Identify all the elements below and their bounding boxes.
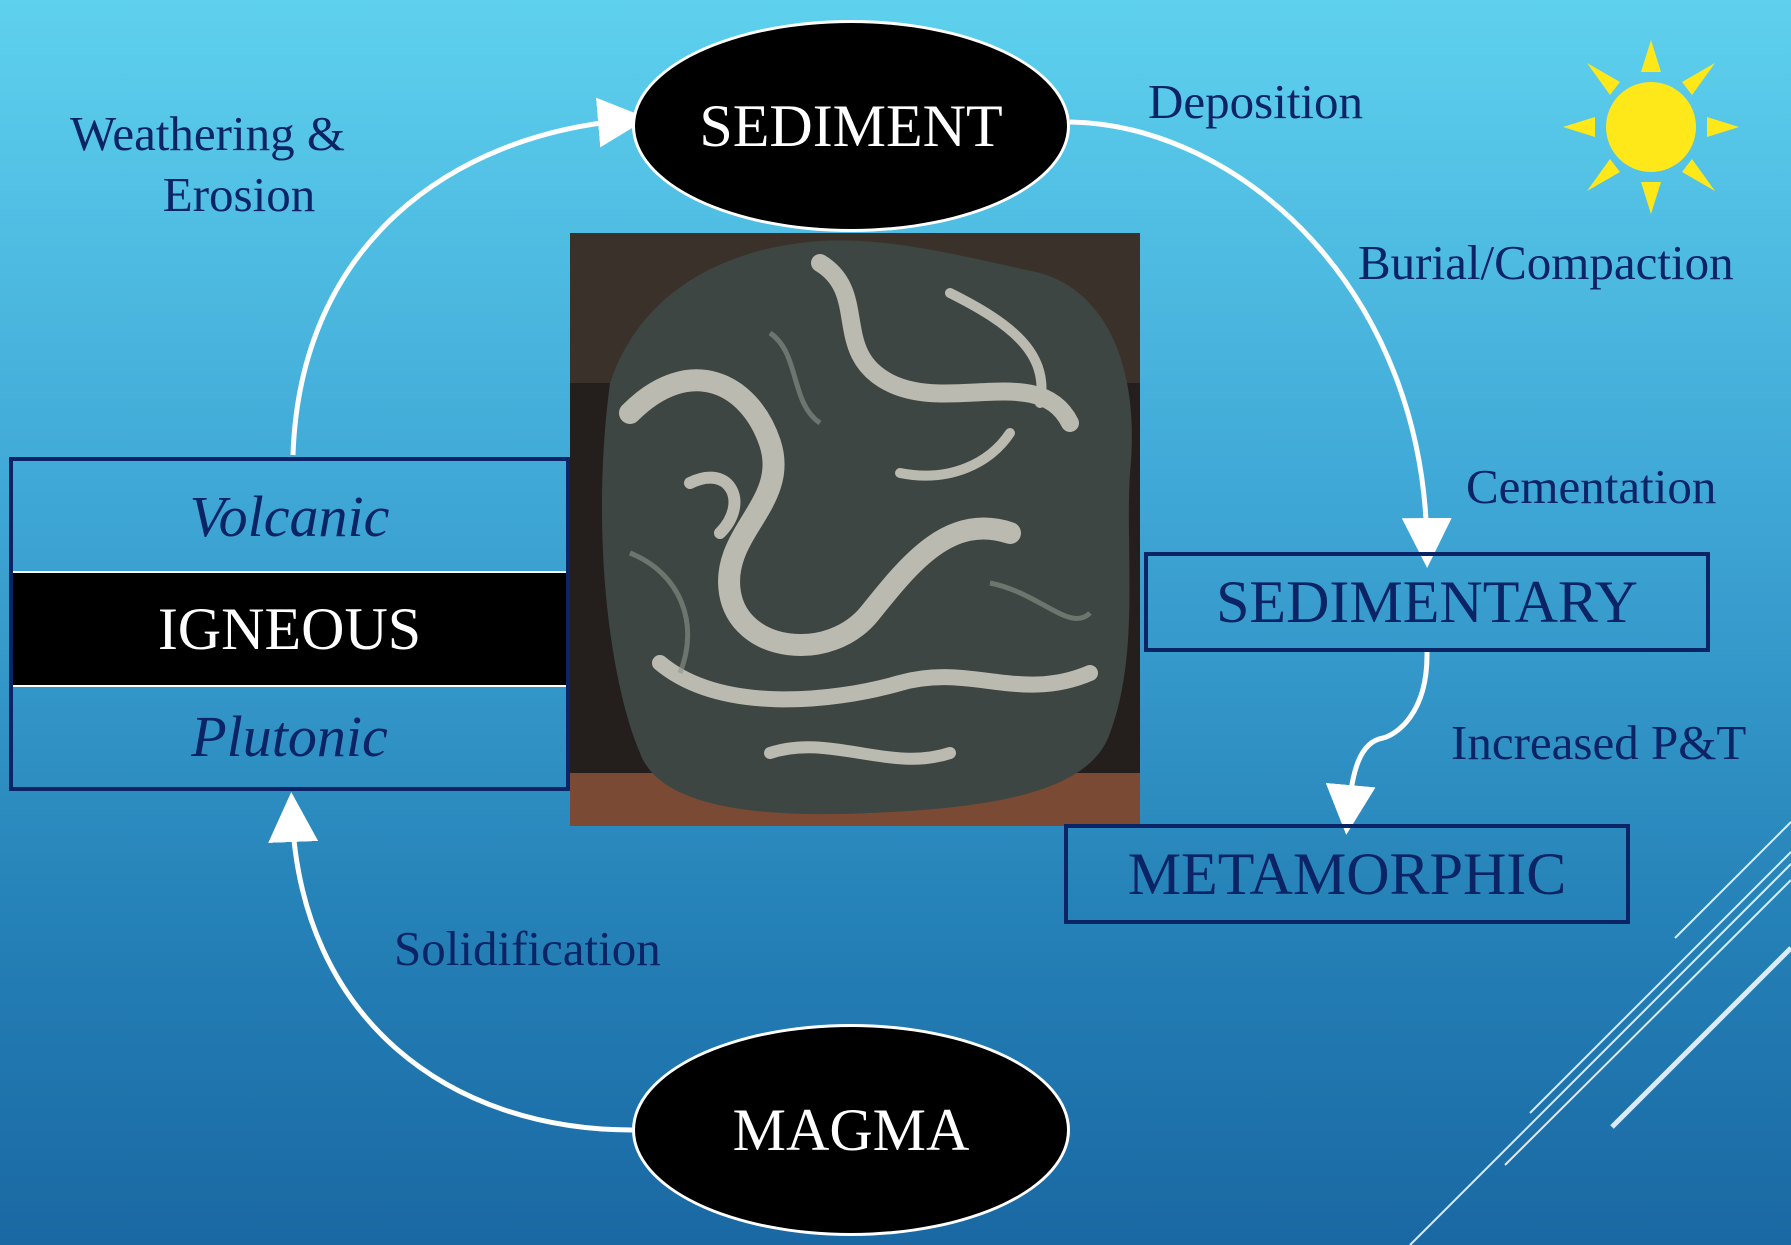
volcanic-row: Volcanic [13, 461, 566, 571]
increased-pt-label: Increased P&T [1451, 712, 1746, 773]
sun-icon [1563, 40, 1739, 214]
volcanic-label: Volcanic [190, 483, 390, 550]
erosion-line: Erosion [133, 164, 345, 225]
weathering-erosion-label: Weathering & Erosion [70, 103, 345, 226]
igneous-block: Volcanic IGNEOUS Plutonic [9, 457, 570, 791]
sediment-node: SEDIMENT [632, 20, 1070, 232]
solidification-label: Solidification [394, 918, 661, 979]
plutonic-label: Plutonic [191, 703, 388, 770]
igneous-row: IGNEOUS [13, 571, 566, 687]
plutonic-row: Plutonic [13, 685, 566, 787]
metamorphic-node: METAMORPHIC [1064, 824, 1630, 924]
sedimentary-node: SEDIMENTARY [1144, 552, 1710, 652]
arrow-increased-pt [1348, 652, 1427, 815]
folded-gneiss-rock-photo [570, 233, 1140, 826]
cementation-label: Cementation [1466, 456, 1716, 517]
magma-label: MAGMA [733, 1096, 970, 1165]
weathering-line: Weathering & [70, 103, 345, 164]
deposition-label: Deposition [1148, 71, 1363, 132]
burial-compaction-label: Burial/Compaction [1358, 232, 1734, 293]
sedimentary-label: SEDIMENTARY [1216, 568, 1638, 637]
igneous-label: IGNEOUS [158, 595, 421, 664]
magma-node: MAGMA [632, 1024, 1070, 1236]
metamorphic-label: METAMORPHIC [1128, 840, 1567, 909]
sediment-label: SEDIMENT [699, 92, 1002, 161]
